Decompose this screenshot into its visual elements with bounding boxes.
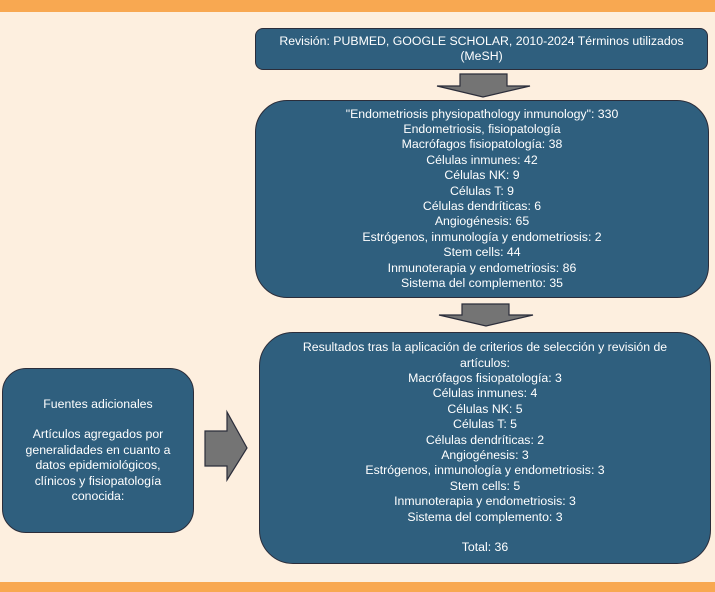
additional-sources-line: clínicos y fisiopatología — [34, 473, 162, 488]
term-line: Células T: 9 — [449, 183, 515, 198]
additional-sources-box: Fuentes adicionales Artículos agregados … — [2, 368, 194, 533]
top-accent-bar — [0, 0, 715, 12]
additional-sources-line: generalidades en cuanto a — [25, 442, 171, 457]
term-line: Stem cells: 44 — [443, 245, 521, 260]
search-sources-line-1: Revisión: PUBMED, GOOGLE SCHOLAR, 2010-2… — [279, 33, 684, 48]
result-line: Angiogénesis: 3 — [441, 448, 529, 462]
term-line: "Endometriosis physiopathology inmunolog… — [345, 106, 619, 121]
term-line: Angiogénesis: 65 — [434, 214, 530, 229]
results-heading-line-2: artículos: — [460, 355, 510, 370]
term-line: Endometriosis, fisiopatología — [403, 121, 561, 136]
search-sources-box: Revisión: PUBMED, GOOGLE SCHOLAR, 2010-2… — [255, 28, 708, 70]
term-line: Células dendríticas: 6 — [422, 199, 542, 213]
result-line: Sistema del complemento: 3 — [407, 509, 563, 524]
result-line: Células inmunes: 4 — [432, 386, 538, 401]
search-sources-line-2: (MeSH) — [460, 49, 503, 63]
bottom-accent-bar — [0, 582, 715, 592]
arrow-search-to-terms — [436, 73, 531, 98]
additional-sources-line: datos epidemiológicos, — [35, 458, 161, 473]
result-line: Células NK: 5 — [447, 401, 523, 416]
term-line: Células NK: 9 — [444, 168, 520, 183]
additional-sources-line: conocida: — [71, 489, 125, 503]
term-line: Macrófagos fisiopatología: 38 — [401, 137, 563, 152]
results-total: Total: 36 — [461, 540, 509, 555]
additional-sources-line: Artículos agregados por — [32, 427, 164, 442]
results-heading-line-1: Resultados tras la aplicación de criteri… — [302, 340, 668, 355]
result-line: Estrógenos, inmunología y endometriosis:… — [365, 463, 605, 478]
result-line: Stem cells: 5 — [449, 478, 521, 493]
term-line: Células inmunes: 42 — [426, 152, 538, 167]
arrow-additional-to-results — [204, 409, 248, 483]
result-line: Células dendríticas: 2 — [425, 432, 545, 447]
term-line: Inmunoterapia y endometriosis: 86 — [387, 260, 577, 275]
term-line: Sistema del complemento: 35 — [401, 276, 563, 291]
result-line: Inmunoterapia y endometriosis: 3 — [394, 494, 576, 509]
additional-sources-title: Fuentes adicionales — [43, 396, 153, 411]
arrow-terms-to-results — [438, 303, 534, 327]
selection-results-box: Resultados tras la aplicación de criteri… — [259, 332, 711, 564]
term-line: Estrógenos, inmunología y endometriosis:… — [362, 229, 602, 244]
result-line: Macrófagos fisiopatología: 3 — [408, 370, 562, 385]
result-line: Células T: 5 — [452, 417, 518, 432]
search-terms-box: "Endometriosis physiopathology inmunolog… — [255, 100, 709, 298]
